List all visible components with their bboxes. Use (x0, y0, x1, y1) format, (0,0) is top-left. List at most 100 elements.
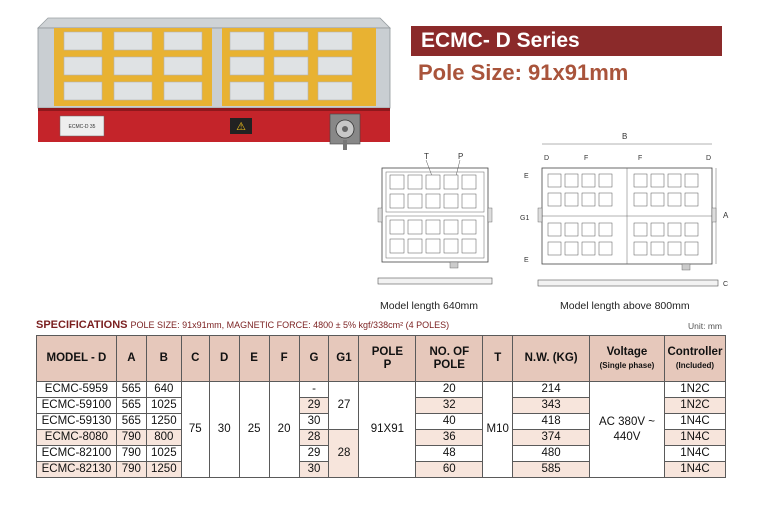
col-pole-line2: P (383, 358, 392, 371)
label-g1: G1 (520, 215, 529, 222)
cell-b: 1025 (145, 445, 182, 462)
cell-a: 790 (115, 429, 147, 446)
label-d: D (544, 155, 549, 162)
cell-e: 25 (238, 381, 270, 478)
right-pole-grid (229, 31, 353, 101)
col-no-of-pole: NO. OF POLE (415, 335, 484, 382)
pole-size-heading: Pole Size: 91x91mm (418, 60, 629, 85)
cell-c: 75 (180, 381, 210, 478)
label-p: P (458, 152, 463, 161)
nameplate-label: ECMC-D 35 (69, 124, 96, 130)
specs-subtitle: POLE SIZE: 91x91mm, MAGNETIC FORCE: 4800… (130, 320, 450, 330)
cell-g: 30 (298, 461, 330, 478)
cell-no-pole: 32 (415, 397, 484, 414)
cell-g: 28 (298, 429, 330, 446)
cell-voltage: AC 380V ~ 440V (589, 381, 665, 478)
warning-icon: ⚠ (236, 120, 246, 133)
cell-model: ECMC-59130 (36, 413, 117, 430)
caption-640: Model length 640mm (380, 300, 479, 312)
cell-controller: 1N4C (663, 413, 727, 430)
cell-model: ECMC-82100 (36, 445, 117, 462)
table-row: ECMC-59100 565 1025 29 32 343 1N2C (36, 397, 727, 414)
col-c: C (180, 335, 210, 382)
cell-a: 790 (115, 461, 147, 478)
label-e-bottom: E (524, 257, 529, 264)
label-e: E (524, 173, 529, 180)
col-model: MODEL - D (36, 335, 117, 382)
cell-controller: 1N4C (663, 429, 727, 446)
label-c: C (723, 281, 728, 288)
table-row: ECMC-8080 790 800 28 28 36 374 1N4C (36, 429, 727, 478)
label-d-right: D (706, 155, 711, 162)
col-pole: POLE P (358, 335, 417, 382)
cell-g1: 28 (328, 429, 360, 478)
cell-no-pole: 40 (415, 413, 484, 430)
cell-pole: 91X91 (358, 381, 417, 478)
cell-model: ECMC-5959 (36, 381, 117, 398)
cell-no-pole: 60 (415, 461, 484, 478)
cell-nw: 343 (512, 397, 591, 414)
diagram-640: T P (377, 152, 493, 285)
cell-model: ECMC-82130 (36, 461, 117, 478)
cell-model: ECMC-8080 (36, 429, 117, 446)
col-a: A (115, 335, 147, 382)
label-b: B (622, 132, 627, 141)
col-controller-sub: (Included) (675, 360, 715, 370)
label-a: A (723, 211, 729, 220)
cell-g: 29 (298, 445, 330, 462)
col-voltage: Voltage (Single phase) (589, 335, 665, 382)
voltage-line2: 440V (613, 430, 641, 443)
col-d: D (208, 335, 240, 382)
specs-table: MODEL - D A B C D E F G G1 POLE P NO. OF… (36, 335, 727, 478)
cell-nw: 374 (512, 429, 591, 446)
cell-controller: 1N4C (663, 461, 727, 478)
cell-d: 30 (208, 381, 240, 478)
caption-800: Model length above 800mm (560, 300, 690, 312)
cell-b: 800 (145, 429, 182, 446)
cell-no-pole: 36 (415, 429, 484, 446)
col-voltage-label: Voltage (606, 345, 648, 358)
cell-controller: 1N2C (663, 381, 727, 398)
col-pole-line1: POLE (371, 345, 404, 358)
col-g: G (298, 335, 330, 382)
cell-model: ECMC-59100 (36, 397, 117, 414)
cell-t: M10 (482, 381, 514, 478)
left-pole-grid (63, 31, 203, 101)
unit-label: Unit: mm (688, 321, 722, 331)
col-no-line1: NO. OF (429, 345, 470, 358)
cell-nw: 418 (512, 413, 591, 430)
col-e: E (238, 335, 270, 382)
specs-title: SPECIFICATIONS (36, 319, 128, 331)
cell-b: 1250 (145, 461, 182, 478)
cell-nw: 585 (512, 461, 591, 478)
specs-heading: SPECIFICATIONS POLE SIZE: 91x91mm, MAGNE… (36, 319, 449, 331)
col-t: T (482, 335, 514, 382)
col-nw: N.W. (KG) (512, 335, 591, 382)
cell-b: 640 (145, 381, 182, 398)
col-b: B (145, 335, 182, 382)
label-t: T (424, 152, 429, 161)
cell-g1: 27 (328, 381, 360, 430)
col-g1: G1 (328, 335, 360, 382)
col-no-line2: POLE (433, 358, 465, 371)
cell-f: 20 (268, 381, 300, 478)
series-title: ECMC- D Series (411, 26, 722, 56)
col-controller-label: Controller (667, 345, 723, 358)
table-row: ECMC-5959 565 640 75 30 25 20 - 27 91X91… (36, 381, 727, 478)
cell-a: 790 (115, 445, 147, 462)
cell-a: 565 (115, 397, 147, 414)
cell-b: 1250 (145, 413, 182, 430)
col-f: F (268, 335, 300, 382)
label-f-right: F (638, 155, 642, 162)
table-row: ECMC-82100 790 1025 29 48 480 1N4C (36, 445, 727, 462)
cell-b: 1025 (145, 397, 182, 414)
cell-nw: 480 (512, 445, 591, 462)
label-f: F (584, 155, 588, 162)
cell-controller: 1N4C (663, 445, 727, 462)
col-voltage-sub: (Single phase) (599, 360, 655, 370)
magnetic-chuck-image: ECMC-D 35 ⚠ (37, 17, 391, 150)
diagram-800-plus: B D D F F E G1 E A C (520, 132, 729, 288)
cell-a: 565 (115, 413, 147, 430)
table-row: ECMC-82130 790 1250 30 60 585 1N4C (36, 461, 727, 478)
cell-a: 565 (115, 381, 147, 398)
